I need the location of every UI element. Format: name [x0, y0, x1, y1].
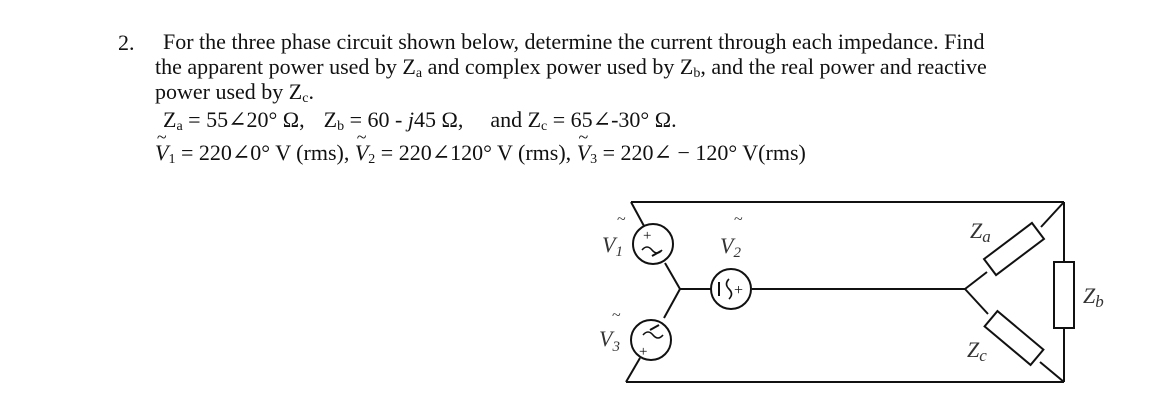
svg-text:+: + — [639, 344, 647, 360]
zb-value: = 60 - — [344, 107, 408, 132]
tilde-accent: ~ — [617, 211, 626, 228]
subscript: b — [337, 119, 345, 134]
subscript: 3 — [590, 152, 598, 167]
impedance-zc — [983, 309, 1045, 367]
v2-symbol: ~V — [354, 127, 369, 165]
subscript: 1 — [168, 152, 176, 167]
subscript: a — [415, 66, 423, 81]
voltage-source-v2: + — [710, 268, 752, 310]
problem-text: the apparent power used by Z — [155, 54, 416, 79]
v3-symbol: ~V — [576, 127, 591, 165]
zc-value: = 65∠-30° Ω. — [547, 107, 677, 132]
voltage-source-v3: + — [630, 319, 672, 361]
load-label-za: Za — [970, 218, 991, 246]
voltage-source-v1: + — [632, 223, 674, 265]
tilde-accent: ~ — [356, 127, 367, 147]
problem-text: and complex power used by Z — [422, 54, 694, 79]
tilde-accent: ~ — [734, 211, 743, 228]
impedance-values: Za = 55∠20° Ω, Zb = 60 - j45 Ω, and Zc =… — [163, 108, 677, 139]
tilde-accent: ~ — [156, 127, 167, 147]
source-label-v3: V3 — [599, 326, 620, 355]
tilde-accent: ~ — [578, 127, 589, 147]
v-letter: V — [576, 140, 591, 165]
load-label-zb: Zb — [1083, 283, 1104, 311]
problem-text: power used by Z — [155, 79, 303, 104]
subscript: c — [302, 91, 309, 106]
voltage-values: ~V1 = 220∠0° V (rms), ~V2 = 220∠120° V (… — [155, 127, 806, 172]
subscript: c — [541, 119, 548, 134]
za-value: = 55∠20° Ω, — [182, 107, 305, 132]
source-label-v1: V1 — [602, 232, 623, 260]
v1-symbol: ~V — [155, 127, 169, 165]
zb-value: 45 Ω, — [413, 107, 464, 132]
v2-value: = 220∠120° V (rms), — [375, 140, 577, 165]
problem-text-line-3: power used by Zc. — [155, 80, 314, 111]
zc-label: and Z — [490, 107, 542, 132]
problem-text: , and the real power and reactive — [700, 54, 987, 79]
subscript: a — [176, 119, 183, 134]
v-letter: V — [354, 140, 369, 165]
impedance-zb — [1053, 261, 1075, 329]
problem-number: 2. — [118, 30, 135, 55]
v-letter: V — [155, 140, 169, 165]
imaginary-unit: j — [407, 107, 414, 132]
source-label-v2: V2 — [720, 233, 741, 261]
load-label-zc: Zc — [967, 337, 987, 365]
tilde-accent: ~ — [612, 307, 621, 324]
subscript: 2 — [368, 152, 376, 167]
problem-text-line-2: the apparent power used by Za and comple… — [155, 55, 987, 86]
problem-text: . — [308, 79, 314, 104]
za-label: Z — [163, 107, 177, 132]
problem-text: For the three phase circuit shown below,… — [163, 29, 985, 54]
svg-text:+: + — [734, 282, 743, 299]
problem-text-line-1: For the three phase circuit shown below,… — [163, 30, 984, 54]
subscript: b — [693, 66, 701, 81]
v3-value: = 220∠ − 120° V(rms) — [597, 140, 806, 165]
zb-label: Z — [323, 107, 338, 132]
v1-value: = 220∠0° V (rms), — [175, 140, 355, 165]
impedance-za — [982, 221, 1046, 277]
svg-text:+: + — [643, 228, 651, 244]
